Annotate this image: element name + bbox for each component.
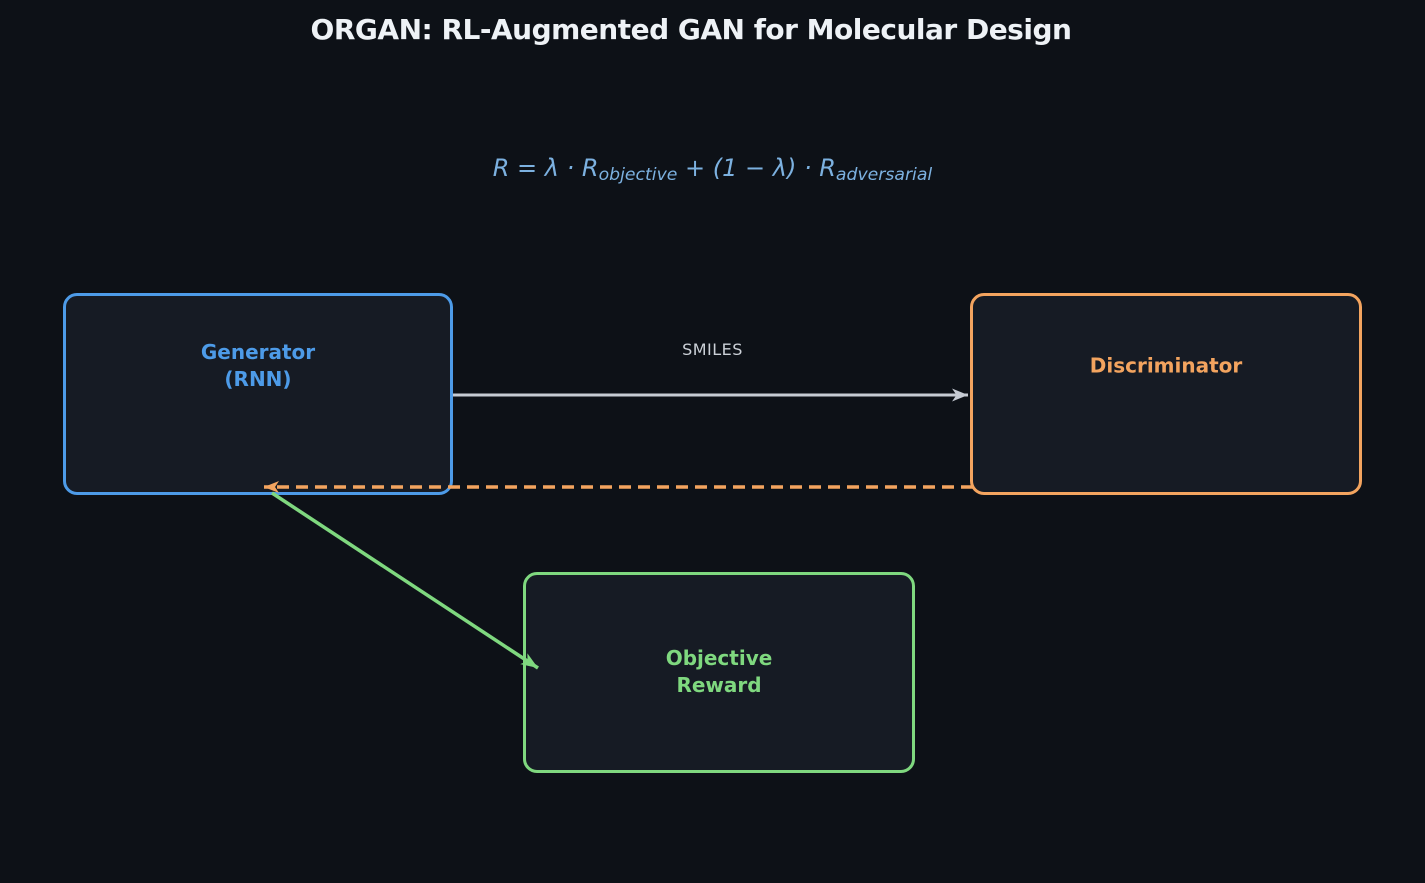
page-title: ORGAN: RL-Augmented GAN for Molecular De… (310, 13, 1072, 46)
reward-formula: R = λ · Robjective + (1 − λ) · Radversar… (0, 154, 1425, 185)
objective-label-line2: Reward (676, 673, 762, 697)
generator-label: Generator (RNN) (63, 339, 453, 393)
formula-segment-1: R = λ · R (492, 154, 599, 182)
objective-label-line1: Objective (665, 646, 773, 670)
generator-label-line1: Generator (200, 340, 316, 364)
smiles-edge-label: SMILES (682, 340, 743, 359)
objective-reward-label: Objective Reward (523, 645, 915, 699)
discriminator-node (970, 293, 1362, 495)
formula-segment-2: + (1 − λ) · R (677, 154, 836, 182)
discriminator-label: Discriminator (1089, 353, 1243, 378)
objective-reward-arrow (271, 491, 539, 670)
formula-subscript-adversarial: adversarial (835, 164, 933, 185)
formula-subscript-objective: objective (598, 164, 678, 185)
generator-node (63, 293, 453, 495)
generator-label-line2: (RNN) (224, 367, 292, 391)
objective-reward-node (523, 572, 915, 773)
